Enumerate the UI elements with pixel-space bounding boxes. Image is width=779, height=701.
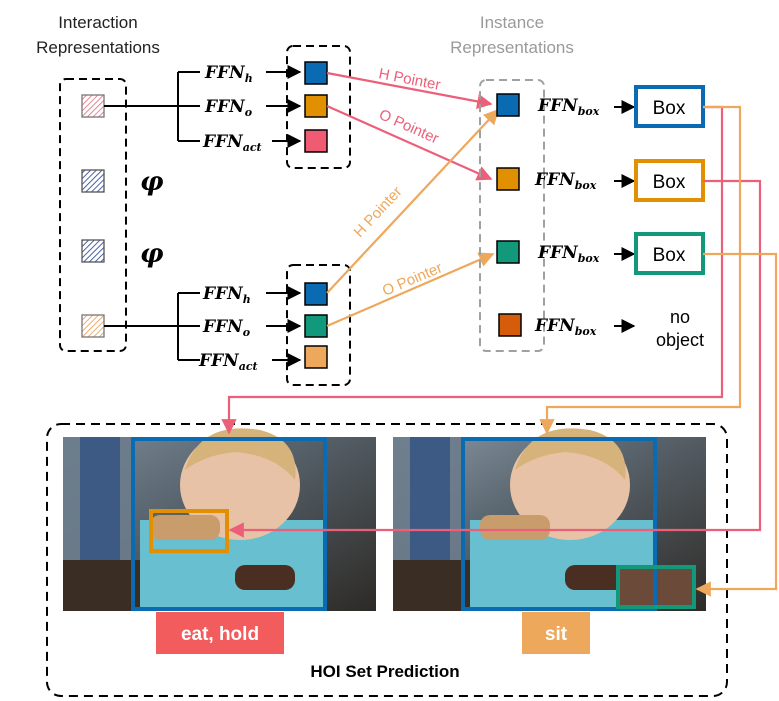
interaction-header-line1: Interaction [58,13,137,32]
box-label: Box [653,172,686,193]
svg-text:FFNo: FFNo [202,317,250,339]
human-token-icon [304,282,328,306]
right-image [393,428,706,611]
svg-text:FFNbox: FFNbox [537,243,600,265]
instance-header-line2: Representations [450,38,574,57]
hatched-square-icon [81,94,105,118]
ffn-box-label: FFNbox [534,170,597,192]
svg-text:FFNh: FFNh [202,284,251,306]
object-token-icon [304,314,328,338]
box-arrows [614,100,636,333]
no-object-label-line1: no [670,307,690,327]
ffn-h-label: FFNh [204,63,253,85]
ffn-o-label: FFNo [202,317,250,339]
svg-text:FFNbox: FFNbox [537,96,600,118]
interaction-header-line2: Representations [36,38,160,57]
action-badge-right [522,612,590,654]
instance-object-icon [496,240,520,264]
object-bbox-left [149,509,229,553]
pointer-arrows [326,71,500,328]
h-pointer-label: H Pointer [350,183,405,240]
action-label-left: eat, hold [181,624,259,645]
action-token-icon [304,345,328,369]
action-label-right: sit [545,624,568,645]
box-label: Box [653,245,686,266]
svg-text:FFNh: FFNh [204,63,253,85]
instance-human-icon [496,93,520,117]
svg-text:FFNact: FFNact [202,132,262,154]
top-ffn-tree [104,65,302,148]
phi-symbol: φ [140,239,164,269]
left-image [63,428,376,611]
phi-symbol: φ [140,167,164,197]
ffn-box-label: FFNbox [537,243,600,265]
box-routing-arrows [221,105,778,597]
ffn-act-label: FFNact [198,351,258,373]
human-bbox-left [131,437,327,611]
box-label: Box [653,98,686,119]
action-badge-left [156,612,284,654]
action-token-icon [304,129,328,153]
ffn-act-label: FFNact [202,132,262,154]
hoi-set-prediction-title: HOI Set Prediction [310,662,459,681]
instance-object-icon [498,313,522,337]
hatched-square-icon [81,169,105,193]
no-object-label-line2: object [656,330,704,350]
svg-text:FFNact: FFNact [198,351,258,373]
svg-text:FFNbox: FFNbox [534,170,597,192]
human-bbox-right [461,437,657,611]
svg-text:FFNbox: FFNbox [534,316,597,338]
instance-group [479,79,545,352]
bottom-ffn-tree [104,286,302,367]
hatched-square-icon [81,239,105,263]
ffn-box-label: FFNbox [537,96,600,118]
svg-text:FFNo: FFNo [204,97,252,119]
box-output-object [634,159,705,202]
object-token-icon [304,94,328,118]
interaction-query-group [59,78,127,352]
ffn-box-label: FFNbox [534,316,597,338]
ffn-h-label: FFNh [202,284,251,306]
ffn-o-label: FFNo [204,97,252,119]
bottom-output-group [286,264,351,386]
object-bbox-right [616,565,696,609]
hoi-set-prediction-panel [46,423,728,697]
instance-object-icon [496,167,520,191]
human-token-icon [304,61,328,85]
instance-header-line1: Instance [480,13,544,32]
hatched-square-icon [81,314,105,338]
